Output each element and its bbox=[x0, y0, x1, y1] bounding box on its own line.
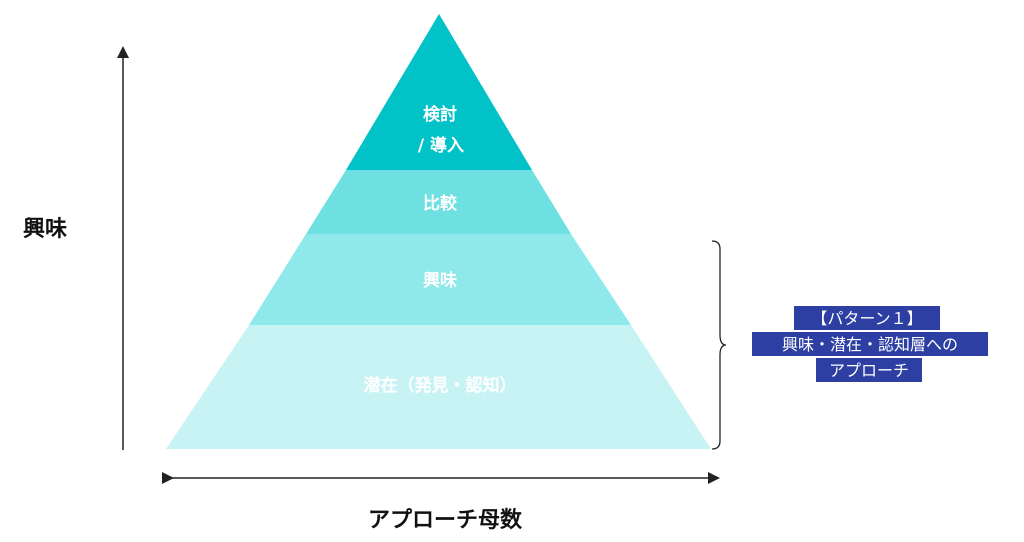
layer-latent bbox=[166, 325, 711, 449]
y-axis-label: 興味 bbox=[23, 217, 67, 242]
layer-consideration-label-1: 検討 bbox=[423, 104, 457, 125]
annotation-line-1-bg bbox=[794, 306, 940, 330]
layer-latent-label: 潜在（発見・認知） bbox=[364, 375, 517, 396]
layer-comparison-label: 比較 bbox=[423, 193, 458, 214]
x-axis-label: アプローチ母数 bbox=[368, 507, 523, 533]
right-brace-icon bbox=[711, 240, 727, 450]
layer-consideration-label-2: / 導入 bbox=[418, 135, 464, 156]
annotation-line-1: 【パターン１】 bbox=[811, 309, 922, 328]
layer-consideration bbox=[346, 14, 532, 170]
layer-comparison bbox=[306, 170, 571, 234]
annotation-line-3-bg bbox=[816, 358, 922, 382]
layer-interest-label: 興味 bbox=[423, 270, 457, 291]
annotation-line-2: 興味・潜在・認知層への bbox=[782, 335, 958, 354]
annotation-line-3: アプローチ bbox=[829, 361, 909, 380]
annotation-line-2-bg bbox=[752, 332, 988, 356]
pattern-annotation: 【パターン１】 興味・潜在・認知層への アプローチ bbox=[752, 306, 988, 382]
pyramid: 検討 / 導入 比較 興味 潜在（発見・認知） bbox=[166, 14, 711, 449]
layer-interest bbox=[249, 234, 631, 325]
